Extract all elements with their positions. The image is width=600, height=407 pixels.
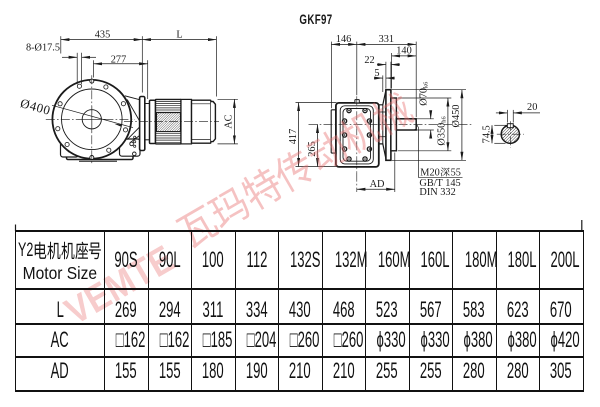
- table-cell: □204: [234, 323, 279, 358]
- column-header-160L: 160L: [408, 230, 453, 290]
- table-cell: 155: [147, 355, 192, 392]
- table-cell: 468: [321, 288, 366, 325]
- header-en: Motor Size: [22, 263, 98, 283]
- note-m20: M20: [420, 168, 439, 179]
- front-dimensions: 435 L 8-Ø17.5 277 Ø400 AC: [19, 29, 238, 145]
- note-gb: GB/T 145: [419, 178, 460, 189]
- dim-label: 277: [111, 55, 126, 66]
- dim-label: 265: [307, 141, 318, 156]
- table-cell: 269: [104, 288, 149, 325]
- column-header-180L: 180L: [495, 230, 540, 290]
- table-cell: ϕ420: [539, 323, 584, 358]
- header-prefix: Y2: [17, 239, 34, 261]
- table-cell: □162: [104, 323, 149, 358]
- table-cell: 210: [278, 355, 323, 392]
- table-cell: 311: [191, 288, 236, 325]
- dim-label: AD: [370, 179, 385, 190]
- column-header-180M: 180M: [452, 230, 497, 290]
- header-cjk: [33, 241, 102, 260]
- dim-label: 8-Ø17.5: [26, 43, 60, 54]
- table-cell: ϕ330: [408, 323, 453, 358]
- side-view: 146 331 140 22 5 417 265 AD Ø70k6 Ø350h6…: [288, 34, 472, 198]
- front-view: 435 L 8-Ø17.5 277 Ø400 AC: [19, 29, 238, 164]
- dim-label: Ø400: [19, 96, 52, 118]
- table-cell: 190: [234, 355, 279, 392]
- table-border-ticks: [14, 220, 583, 231]
- row-label: AC: [15, 323, 105, 358]
- table-cell: 623: [495, 288, 540, 325]
- dim-label: 74.5: [481, 125, 492, 143]
- side-dimensions: 146 331 140 22 5 417 265 AD Ø70k6 Ø350h6…: [288, 34, 466, 198]
- dim-label: L: [176, 29, 182, 40]
- page-title: GKF97: [299, 11, 333, 27]
- table-cell: 523: [365, 288, 410, 325]
- note-m20-depth: 55: [451, 168, 461, 179]
- column-header-100: 100: [191, 230, 236, 290]
- table-cell: 430: [278, 288, 323, 325]
- dim-label: 140: [396, 45, 411, 56]
- dim-label: 20: [527, 102, 537, 113]
- cover-bolts: [341, 107, 373, 162]
- note-m20-cjk: [440, 167, 450, 177]
- table-cell: 670: [539, 288, 584, 325]
- input-bell: [124, 95, 146, 152]
- motor: [124, 98, 219, 145]
- row-label: AD: [15, 355, 105, 392]
- table-cell: 583: [452, 288, 497, 325]
- table-cell: 255: [365, 355, 410, 392]
- table-cell: 255: [408, 355, 453, 392]
- table-cell: ϕ380: [452, 323, 497, 358]
- output-flange-side: [378, 88, 417, 162]
- column-header-132M: 132M: [321, 230, 367, 290]
- note-din: DIN 332: [419, 187, 455, 198]
- table-cell: □260: [278, 323, 323, 358]
- table-cell: 567: [408, 288, 453, 325]
- table-cell: 155: [104, 355, 149, 392]
- table-cell: 305: [539, 355, 584, 392]
- dim-label: Ø450: [451, 105, 462, 128]
- shaft-section-view: 20 74.5: [481, 102, 540, 148]
- dim-label: 22: [364, 55, 374, 66]
- table-cell: □162: [147, 323, 192, 358]
- column-header-160M: 160M: [365, 230, 410, 290]
- dim-label: 146: [336, 34, 351, 45]
- output-flange-circle: [45, 75, 135, 164]
- dim-label: Ø70k6: [418, 82, 429, 106]
- table-cell: 294: [147, 288, 192, 325]
- motor-size-header: Y2 Motor Size: [15, 230, 105, 290]
- dim-label: 5: [374, 68, 379, 79]
- row-label: L: [15, 288, 105, 325]
- table-cell: 334: [234, 288, 279, 325]
- table-cell: ϕ330: [365, 323, 410, 358]
- dim-label: AC: [224, 114, 235, 128]
- table-cell: 280: [495, 355, 540, 392]
- table-cell: □185: [191, 323, 236, 358]
- gear-housing: [330, 99, 380, 168]
- table-cell: 180: [191, 355, 236, 392]
- column-header-132S: 132S: [278, 230, 323, 290]
- column-header-112: 112: [234, 230, 279, 290]
- column-header-90L: 90L: [147, 230, 192, 290]
- dim-label: 417: [288, 129, 299, 144]
- column-header-200L: 200L: [539, 230, 584, 290]
- table-cell: ϕ380: [495, 323, 540, 358]
- table-cell: 280: [452, 355, 497, 392]
- dim-label: 331: [379, 34, 394, 45]
- table-cell: 210: [321, 355, 366, 392]
- dim-label: Ø350h6: [436, 116, 447, 145]
- dim-label: 435: [95, 29, 110, 40]
- column-header-90S: 90S: [104, 230, 149, 290]
- table-cell: □260: [321, 323, 366, 358]
